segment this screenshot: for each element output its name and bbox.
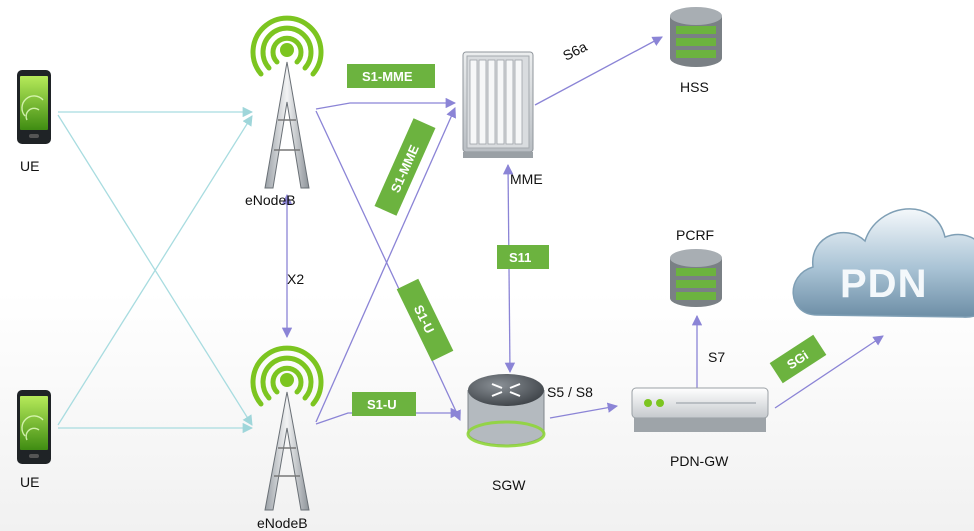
ue-radio-links <box>57 106 254 434</box>
sgi-tag: SGi <box>769 334 827 384</box>
enodeb-bottom: eNodeB <box>250 345 324 531</box>
ue-bottom: UE <box>17 390 51 490</box>
mme: MME <box>462 51 543 187</box>
link-s5-s8 <box>549 402 619 419</box>
gateway-appliance-icon <box>631 387 769 432</box>
link-enb-bottom-sgw <box>315 407 462 425</box>
hss: HSS <box>670 7 722 95</box>
phone-icon <box>17 70 51 144</box>
s1-u-diagonal-tag: S1-U <box>396 278 454 362</box>
s5-s8-label: S5 / S8 <box>547 384 593 400</box>
router-icon <box>466 374 546 448</box>
x2-label: X2 <box>287 271 304 287</box>
hss-label: HSS <box>680 79 709 95</box>
enodeb-top: eNodeB <box>245 15 324 208</box>
ue-bottom-label: UE <box>20 474 39 490</box>
s7-label: S7 <box>708 349 725 365</box>
link-enb-top-mme <box>315 97 457 110</box>
pcrf-label: PCRF <box>676 227 714 243</box>
database-icon <box>670 249 722 307</box>
s1-mme-top-tag: S1-MME <box>347 64 435 88</box>
s11-tag: S11 <box>497 245 549 269</box>
pdn-gw-label: PDN-GW <box>670 453 729 469</box>
ue-top: UE <box>17 70 51 174</box>
antenna-tower-icon <box>250 345 324 511</box>
antenna-tower-icon <box>250 15 324 189</box>
svg-text:S1-MME: S1-MME <box>362 69 413 84</box>
pdn-gw: PDN-GW <box>631 387 769 469</box>
pcrf: PCRF <box>670 227 722 307</box>
s1-u-bottom-tag: S1-U <box>352 392 416 416</box>
enodeb-bottom-label: eNodeB <box>257 515 308 531</box>
link-ue-bottom-enb-top <box>57 115 253 426</box>
s1-mme-diagonal-tag: S1-MME <box>374 118 436 216</box>
enodeb-top-label: eNodeB <box>245 192 296 208</box>
pdn-cloud: PDN <box>792 208 974 318</box>
sgw-label: SGW <box>492 477 526 493</box>
server-rack-icon <box>462 51 534 158</box>
pdn-label: PDN <box>840 262 927 306</box>
phone-icon <box>17 390 51 464</box>
svg-text:S11: S11 <box>509 250 531 265</box>
sgw: SGW <box>466 374 546 493</box>
s6a-label: S6a <box>560 38 590 64</box>
core-links <box>281 36 884 425</box>
cloud-icon <box>792 208 974 318</box>
link-enb-top-sgw <box>315 110 461 421</box>
mme-label: MME <box>510 171 543 187</box>
link-enb-bottom-mme <box>315 107 456 423</box>
link-sgi <box>774 335 884 409</box>
ue-top-label: UE <box>20 158 39 174</box>
svg-text:S1-U: S1-U <box>367 397 397 412</box>
database-icon <box>670 7 722 67</box>
link-s6a <box>534 36 663 106</box>
